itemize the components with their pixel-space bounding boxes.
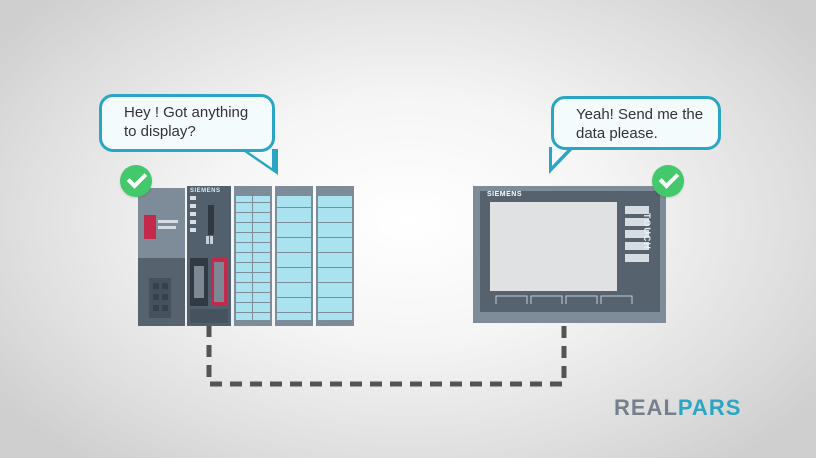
hmi-brand-label: SIEMENS xyxy=(487,191,523,198)
hmi-touch-label: TOUCH xyxy=(642,213,652,250)
io-module-2 xyxy=(275,186,313,326)
hmi-speech-bubble: Yeah! Send me the data please. xyxy=(551,96,721,150)
io-module-1 xyxy=(234,186,272,326)
plc-speech-bubble: Hey ! Got anything to display? xyxy=(99,94,275,152)
power-supply-module xyxy=(138,188,185,326)
plc-check-icon xyxy=(120,165,152,197)
hmi-screen xyxy=(490,202,617,291)
plc-brand-label: SIEMENS xyxy=(190,188,221,194)
hmi-check-icon xyxy=(652,165,684,197)
cpu-module xyxy=(187,186,231,326)
logo-real: REAL xyxy=(614,395,678,420)
hmi-bubble-tail-fill xyxy=(552,146,571,166)
io-module-3 xyxy=(316,186,354,326)
plc-bubble-tail-fill xyxy=(243,148,272,168)
realpars-logo: REALPARS xyxy=(614,395,741,421)
logo-pars: PARS xyxy=(677,395,742,420)
